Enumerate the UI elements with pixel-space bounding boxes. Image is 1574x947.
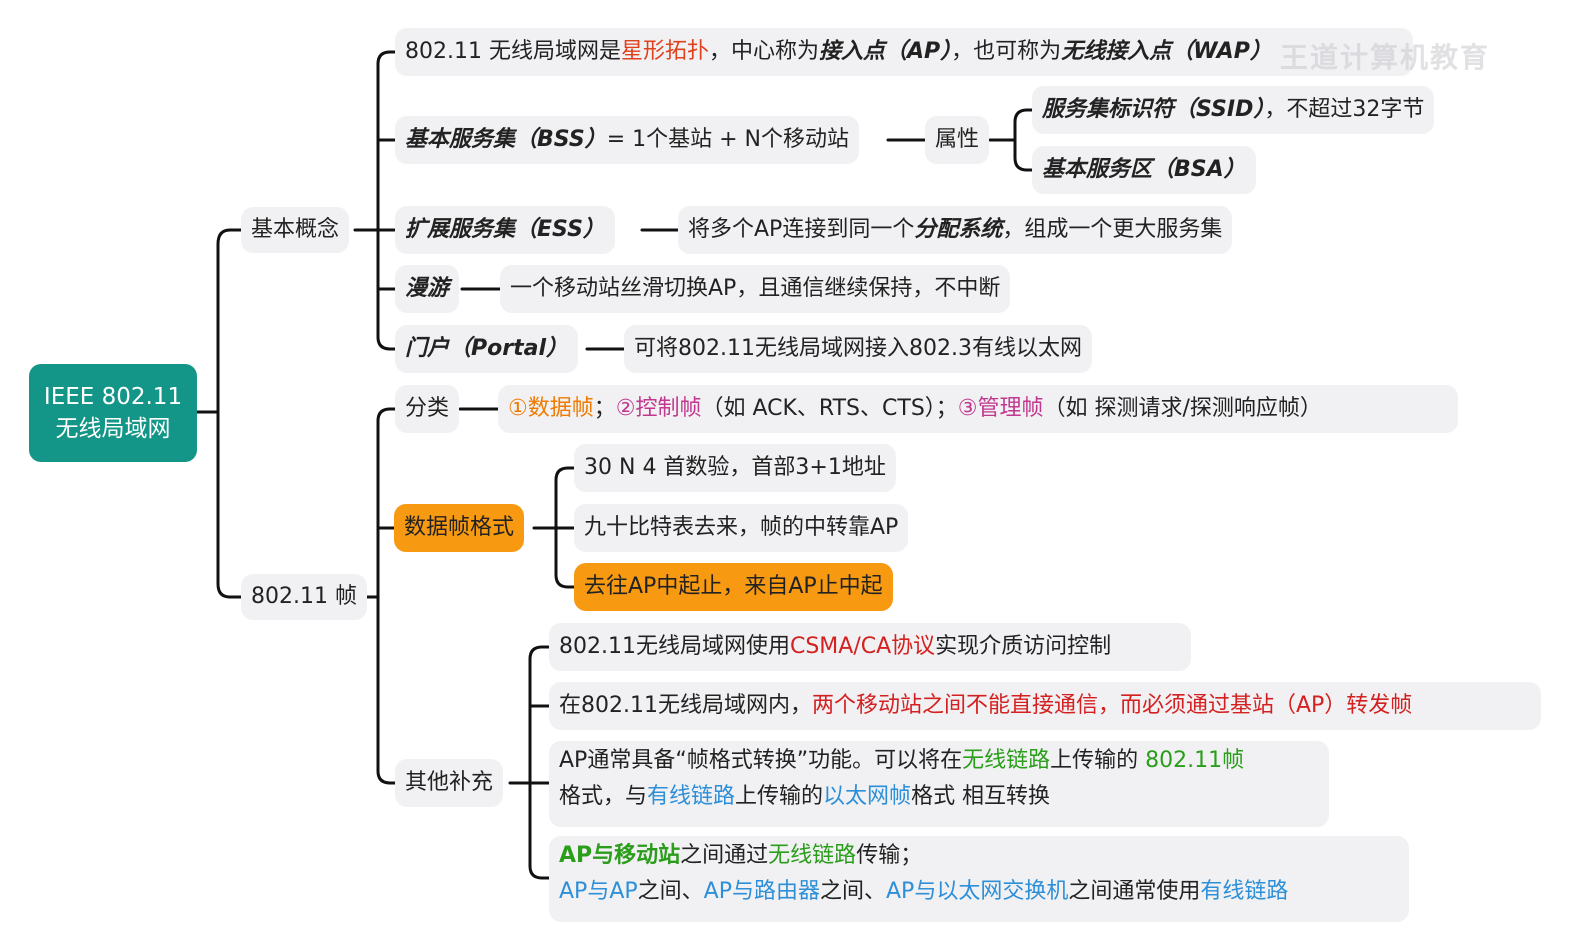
star-text-1: 802.11 无线局域网是	[405, 39, 621, 64]
node-frame-types[interactable]: ①数据帧；②控制帧（如 ACK、RTS、CTS）；③管理帧（如 探测请求/探测响…	[498, 385, 1458, 433]
other4-text-3: 之间、	[637, 879, 704, 904]
other-item-4[interactable]: AP与移动站之间通过无线链路传输；AP与AP之间、AP与路由器之间、AP与以太网…	[549, 836, 1409, 922]
format-item-1-text: 30 N 4 首数验，首部3+1地址	[584, 455, 886, 480]
portal-desc: 可将802.11无线局域网接入802.3有线以太网	[634, 336, 1082, 361]
star-highlight: 星形拓扑	[620, 39, 709, 64]
format-item-2-text: 九十比特表去来，帧的中转靠AP	[584, 515, 899, 540]
other4-ap-station: AP与移动站	[559, 843, 681, 868]
management-frame-type: ③管理帧	[957, 396, 1044, 421]
node-ssid[interactable]: 服务集标识符（SSID），不超过32字节	[1032, 86, 1435, 134]
data-frame-format-label: 数据帧格式	[404, 515, 515, 540]
star-ap: 接入点（AP）	[819, 39, 952, 64]
other4-ap-ap: AP与AP	[559, 879, 638, 904]
other3-80211-frame: 802.11帧	[1145, 748, 1245, 773]
other4-text-2: 传输；	[856, 843, 923, 868]
format-item-2[interactable]: 九十比特表去来，帧的中转靠AP	[574, 504, 909, 552]
other3-text-1: AP通常具备“帧格式转换”功能。可以将在	[559, 748, 963, 773]
node-other-supplements[interactable]: 其他补充	[395, 759, 504, 807]
roaming-desc: 一个移动站丝滑切换AP，且通信继续保持，不中断	[510, 276, 1001, 301]
other-item-1[interactable]: 802.11无线局域网使用CSMA/CA协议实现介质访问控制	[549, 623, 1191, 671]
other1-text-1: 802.11无线局域网使用	[559, 634, 790, 659]
format-item-3-text: 去往AP中起止，来自AP止中起	[584, 574, 883, 599]
node-ess-desc[interactable]: 将多个AP连接到同一个分配系统，组成一个更大服务集	[678, 206, 1233, 254]
attributes-label: 属性	[935, 127, 980, 152]
other2-highlight: 两个移动站之间不能直接通信，而必须通过基站（AP）转发帧	[811, 693, 1413, 718]
bsa-term: 基本服务区（BSA）	[1042, 157, 1246, 182]
other1-csma-ca: CSMA/CA协议	[789, 634, 936, 659]
node-roaming[interactable]: 漫游	[395, 265, 460, 313]
classification-label: 分类	[405, 396, 450, 421]
watermark: 王道计算机教育	[1280, 36, 1490, 76]
bss-term: 基本服务集（BSS）	[405, 127, 607, 152]
other4-ap-switch: AP与以太网交换机	[886, 879, 1069, 904]
node-bss[interactable]: 基本服务集（BSS）= 1个基站 + N个移动站	[395, 116, 859, 164]
other2-text-1: 在802.11无线局域网内，	[559, 693, 812, 718]
node-star-topology[interactable]: 802.11 无线局域网是星形拓扑，中心称为接入点（AP），也可称为无线接入点（…	[395, 28, 1413, 76]
root-node[interactable]: IEEE 802.11 无线局域网	[29, 364, 197, 462]
other3-text-2: 上传输的	[1050, 748, 1139, 773]
other3-text-4: 上传输的	[735, 784, 824, 809]
node-portal[interactable]: 门户（Portal）	[395, 325, 578, 373]
bss-definition: = 1个基站 + N个移动站	[606, 127, 849, 152]
data-frame-type: ①数据帧	[508, 396, 594, 421]
node-bss-attributes[interactable]: 属性	[925, 116, 990, 164]
roaming-term: 漫游	[405, 276, 450, 301]
other-item-2[interactable]: 在802.11无线局域网内，两个移动站之间不能直接通信，而必须通过基站（AP）转…	[549, 682, 1541, 730]
star-wap: 无线接入点（WAP）	[1061, 39, 1272, 64]
watermark-text: 王道计算机教育	[1280, 41, 1491, 74]
other3-text-3: 格式，与	[559, 784, 648, 809]
other4-text-5: 之间通常使用	[1068, 879, 1201, 904]
node-80211-frame[interactable]: 802.11 帧	[241, 574, 367, 620]
node-basic-concepts[interactable]: 基本概念	[241, 207, 350, 253]
other3-text-5: 格式 相互转换	[911, 784, 1051, 809]
other3-ethernet-frame: 以太网帧	[823, 784, 912, 809]
node-roaming-desc[interactable]: 一个移动站丝滑切换AP，且通信继续保持，不中断	[500, 265, 1011, 313]
root-label-line2: 无线局域网	[55, 416, 171, 442]
node-ess[interactable]: 扩展服务集（ESS）	[395, 206, 615, 254]
other3-wired-link: 有线链路	[647, 784, 736, 809]
other4-text-4: 之间、	[819, 879, 886, 904]
other3-wireless-link: 无线链路	[962, 748, 1051, 773]
basic-concepts-label: 基本概念	[251, 217, 340, 242]
other1-text-2: 实现介质访问控制	[935, 634, 1112, 659]
node-classification[interactable]: 分类	[395, 385, 460, 433]
control-frame-examples: （如 ACK、RTS、CTS）；	[701, 396, 958, 421]
ess-desc-1: 将多个AP连接到同一个	[688, 217, 915, 242]
star-text-3: ，也可称为	[951, 39, 1062, 64]
node-bsa[interactable]: 基本服务区（BSA）	[1032, 146, 1256, 194]
other4-ap-router: AP与路由器	[703, 879, 820, 904]
other-supplements-label: 其他补充	[405, 770, 494, 795]
node-data-frame-format[interactable]: 数据帧格式	[394, 504, 525, 552]
other4-text-1: 之间通过	[680, 843, 769, 868]
ssid-term: 服务集标识符（SSID）	[1042, 97, 1265, 122]
management-frame-examples: （如 探测请求/探测响应帧）	[1043, 396, 1322, 421]
other4-wired-link: 有线链路	[1200, 879, 1289, 904]
root-label-line1: IEEE 802.11	[43, 384, 183, 410]
ess-desc-2: ，组成一个更大服务集	[1002, 217, 1223, 242]
sep-1: ；	[593, 396, 616, 421]
format-item-1[interactable]: 30 N 4 首数验，首部3+1地址	[574, 444, 896, 492]
other4-wireless-link: 无线链路	[768, 843, 857, 868]
portal-term: 门户（Portal）	[405, 336, 568, 361]
star-text-2: ，中心称为	[709, 39, 820, 64]
node-portal-desc[interactable]: 可将802.11无线局域网接入802.3有线以太网	[624, 325, 1092, 373]
control-frame-type: ②控制帧	[615, 396, 702, 421]
ssid-limit: ，不超过32字节	[1264, 97, 1425, 122]
frame-label: 802.11 帧	[251, 584, 357, 609]
ess-dist-system: 分配系统	[914, 217, 1003, 242]
other-item-3[interactable]: AP通常具备“帧格式转换”功能。可以将在无线链路上传输的 802.11帧格式，与…	[549, 741, 1329, 827]
ess-term: 扩展服务集（ESS）	[405, 217, 605, 242]
format-item-3[interactable]: 去往AP中起止，来自AP止中起	[574, 563, 893, 611]
